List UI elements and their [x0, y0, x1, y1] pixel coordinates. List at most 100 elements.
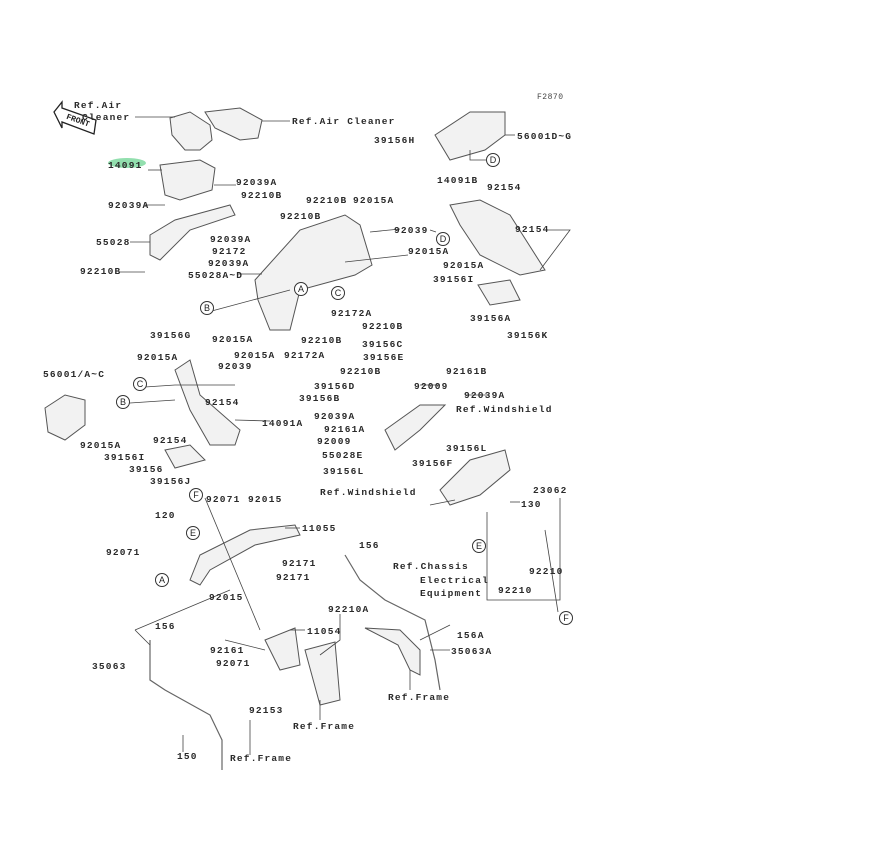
frame-cover — [364, 627, 421, 676]
meter-bracket — [439, 449, 511, 506]
part-number-label: 39156K — [507, 330, 549, 341]
part-number-label: 92015 — [209, 592, 244, 603]
part-number-label: 92210B — [362, 321, 404, 332]
windshield-trim — [384, 404, 447, 451]
part-number-label: 92039 — [394, 225, 429, 236]
part-number-label: 156A — [457, 630, 485, 641]
part-number-label: 92210B — [80, 266, 122, 277]
reference-label: Ref.Windshield — [320, 487, 417, 498]
part-number-label: 39156E — [363, 352, 405, 363]
part-number-label: 23062 — [533, 485, 568, 496]
callout-a: A — [294, 282, 308, 296]
front-arrow-icon: FRONT — [53, 100, 97, 135]
part-number-label: 92015A — [408, 246, 450, 257]
part-number-label: 92154 — [153, 435, 188, 446]
part-number-label: 156 — [155, 621, 176, 632]
part-number-label: 92015A — [443, 260, 485, 271]
part-number-label: 92210B — [301, 335, 343, 346]
callout-b: B — [116, 395, 130, 409]
part-number-label: 56001/A~C — [43, 369, 106, 380]
part-number-label: 92039A — [208, 258, 250, 269]
part-number-label: 92171 — [282, 558, 317, 569]
part-number-label: 92210 — [529, 566, 564, 577]
part-number-label: 92210B — [340, 366, 382, 377]
part-number-label: 39156I — [433, 274, 475, 285]
part-number-label: 92154 — [205, 397, 240, 408]
mirror-left — [44, 394, 86, 441]
part-number-label: 55028E — [322, 450, 364, 461]
part-number-label: 92210B — [241, 190, 283, 201]
part-number-label: 39156H — [374, 135, 416, 146]
pipe-35063a — [344, 554, 441, 691]
bracket-11054 — [264, 627, 301, 671]
part-number-label: 39156L — [446, 443, 488, 454]
figure-code: F2870 — [537, 93, 564, 102]
part-number-label: 92210B — [280, 211, 322, 222]
callout-b: B — [200, 301, 214, 315]
part-number-label: 92039A — [236, 177, 278, 188]
part-number-label: 92161 — [210, 645, 245, 656]
part-number-label: 92071 — [106, 547, 141, 558]
callout-c: C — [331, 286, 345, 300]
part-number-label: 39156D — [314, 381, 356, 392]
reference-label: Ref.Air — [74, 100, 123, 111]
part-number-label: 92071 — [216, 658, 251, 669]
part-number-label: 92039A — [464, 390, 506, 401]
part-number-label: 14091 — [108, 160, 143, 171]
part-number-label: 39156L — [323, 466, 365, 477]
stay-120 — [189, 524, 301, 586]
part-number-label: 92039A — [210, 234, 252, 245]
callout-e: E — [186, 526, 200, 540]
reference-label: Equipment — [420, 588, 483, 599]
pad-39156 — [164, 444, 206, 469]
reference-label: Ref.Windshield — [456, 404, 553, 415]
part-number-label: 156 — [359, 540, 380, 551]
reference-label: Cleaner — [82, 112, 131, 123]
part-number-label: 39156F — [412, 458, 454, 469]
part-number-label: 92172 — [212, 246, 247, 257]
inner-panel-14091 — [159, 159, 216, 201]
part-number-label: 92039A — [108, 200, 150, 211]
part-number-label: 92153 — [249, 705, 284, 716]
pad-39156a — [477, 279, 521, 306]
callout-f: F — [559, 611, 573, 625]
part-number-label: 150 — [177, 751, 198, 762]
part-number-label: 14091A — [262, 418, 304, 429]
inner-cover-14091b — [449, 199, 546, 276]
part-number-label: 92161A — [324, 424, 366, 435]
part-number-label: 92172A — [284, 350, 326, 361]
part-number-label: 39156C — [362, 339, 404, 350]
part-number-label: 92015 — [248, 494, 283, 505]
part-number-label: 92210B — [306, 195, 348, 206]
highlight-marker — [108, 158, 146, 168]
part-number-label: 39156G — [150, 330, 192, 341]
reference-label: Ref.Frame — [230, 753, 293, 764]
inner-panel-55028 — [149, 204, 236, 261]
part-number-label: 11054 — [307, 626, 342, 637]
part-number-label: 39156B — [299, 393, 341, 404]
part-number-label: 56001D~G — [517, 131, 573, 142]
part-number-label: 55028 — [96, 237, 131, 248]
part-number-label: 120 — [155, 510, 176, 521]
reference-label: Ref.Air Cleaner — [292, 116, 396, 127]
part-number-label: 14091B — [437, 175, 479, 186]
part-number-label: 92009 — [414, 381, 449, 392]
reference-label: Ref.Frame — [293, 721, 356, 732]
reference-label: Ref.Chassis — [393, 561, 469, 572]
frame-bracket — [304, 641, 341, 706]
upper-cowl — [254, 214, 373, 331]
callout-f: F — [189, 488, 203, 502]
air-duct-left — [169, 111, 213, 151]
callout-c: C — [133, 377, 147, 391]
part-number-label: 92015A — [234, 350, 276, 361]
callout-d: D — [486, 153, 500, 167]
reference-label: Ref.Frame — [388, 692, 451, 703]
part-number-label: 92154 — [515, 224, 550, 235]
part-number-label: 92039 — [218, 361, 253, 372]
part-number-label: 92161B — [446, 366, 488, 377]
part-number-label: 11055 — [302, 523, 337, 534]
part-number-label: 130 — [521, 499, 542, 510]
part-number-label: 92210 — [498, 585, 533, 596]
part-number-label: 92210A — [328, 604, 370, 615]
